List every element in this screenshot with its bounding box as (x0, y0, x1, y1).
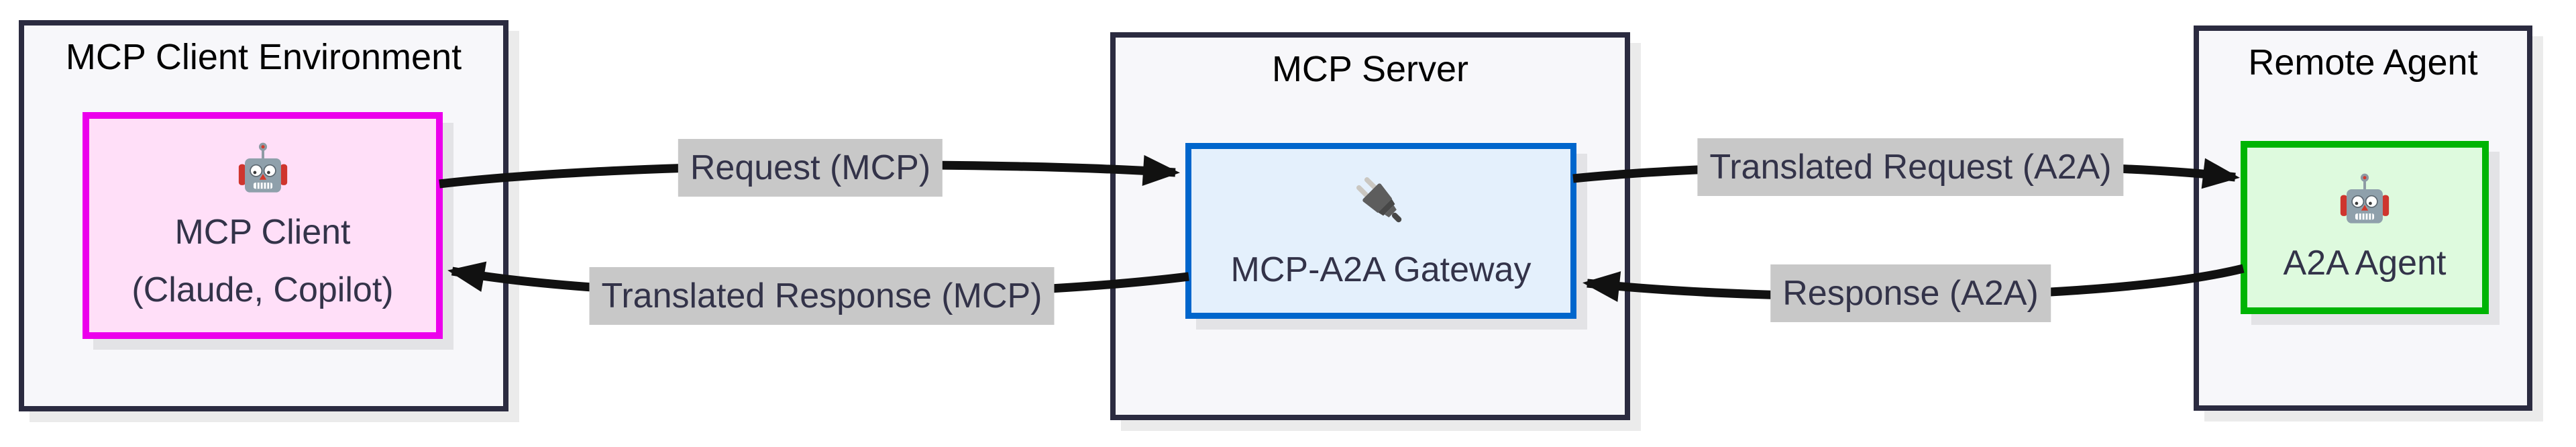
node-sublabel-mcp-client: (Claude, Copilot) (131, 270, 394, 309)
node-label-a2a-agent: A2A Agent (2283, 244, 2447, 283)
robot-icon (2340, 173, 2390, 224)
node-mcp-client: MCP Client (Claude, Copilot) (83, 112, 443, 339)
node-label-mcp-a2a-gateway: MCP-A2A Gateway (1230, 250, 1532, 290)
robot-icon (238, 142, 287, 193)
edge-label-response-a2a: Response (A2A) (1770, 264, 2051, 322)
edge-label-translated-request-a2a: Translated Request (A2A) (1697, 138, 2124, 196)
edge-label-translated-response-mcp: Translated Response (MCP) (589, 267, 1055, 325)
node-mcp-a2a-gateway: MCP-A2A Gateway (1185, 143, 1576, 319)
container-title-remote-agent: Remote Agent (2248, 42, 2478, 83)
container-title-mcp-client-environment: MCP Client Environment (65, 37, 462, 77)
plug-icon (1356, 177, 1401, 223)
container-title-mcp-server: MCP Server (1271, 49, 1469, 89)
edge-label-request-mcp: Request (MCP) (678, 139, 943, 197)
node-label-mcp-client: MCP Client (174, 213, 351, 252)
node-a2a-agent: A2A Agent (2241, 141, 2489, 314)
